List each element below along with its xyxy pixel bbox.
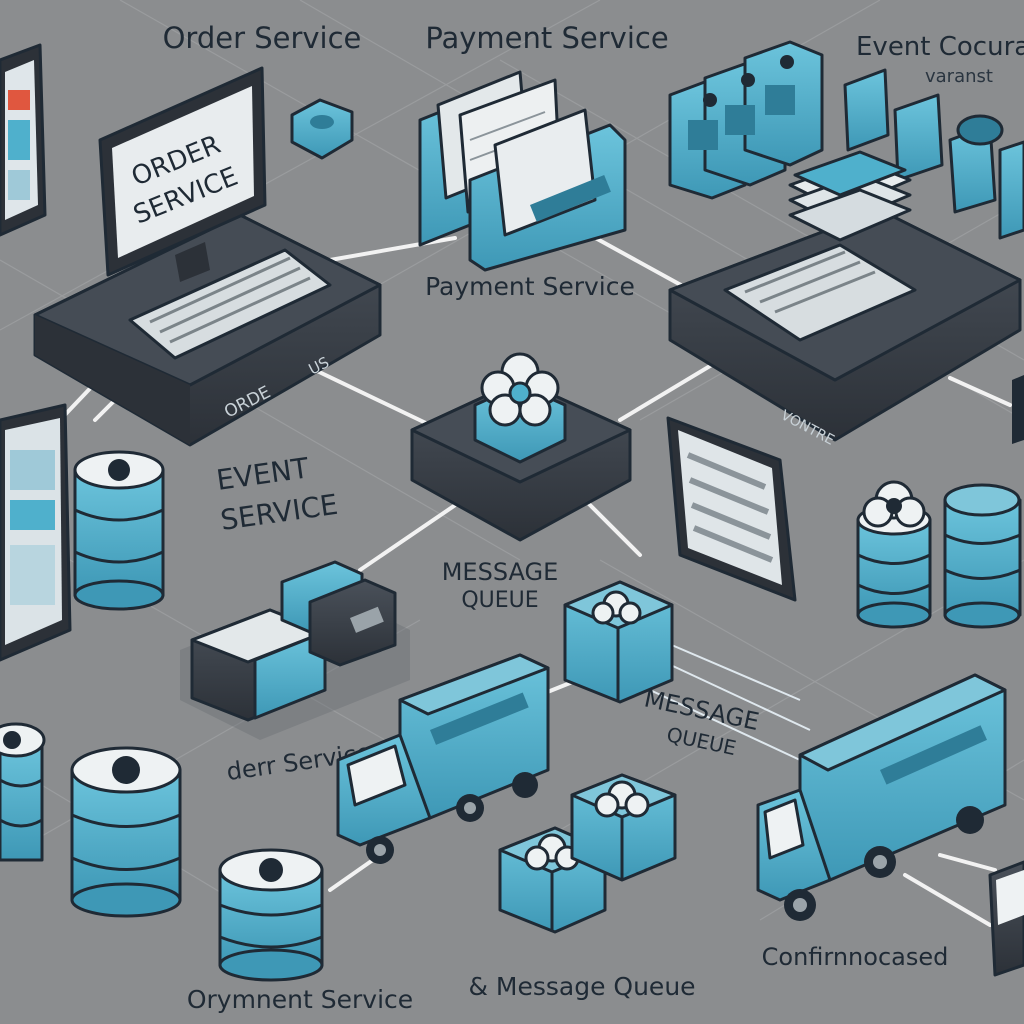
keyboard-icon xyxy=(128,248,332,360)
database-icon xyxy=(943,483,1022,629)
delivery-truck-left xyxy=(336,653,550,864)
arrow-right-2 xyxy=(948,376,1012,407)
delivery-truck-right xyxy=(756,673,1007,921)
label-confirm: Confirnnocased xyxy=(762,943,949,971)
message-broker-node xyxy=(410,352,632,542)
monitor-icon: ORDER SERVICE xyxy=(98,66,267,282)
arrow-broker-to-queue xyxy=(578,493,642,557)
database-left-mid xyxy=(73,450,165,611)
package-icon xyxy=(570,773,677,882)
label-event-service-line1: EVENT xyxy=(214,451,311,497)
label-message-queue-1-line2: QUEUE xyxy=(461,588,538,613)
arrow-order-to-payment xyxy=(328,236,457,262)
database-icon xyxy=(856,480,932,629)
label-payment-bottom: Orymnent Service xyxy=(187,985,413,1014)
database-bottom-center xyxy=(218,848,324,982)
database-right-2 xyxy=(943,483,1022,629)
arrow-event-to-broker xyxy=(358,493,472,572)
package-cube-bottom-2 xyxy=(570,773,677,882)
order-service-boxes xyxy=(180,560,410,740)
delivery-truck-icon xyxy=(336,653,550,864)
left-monitor-top xyxy=(0,43,47,237)
package-icon xyxy=(563,580,674,704)
edge-device-bottom-right xyxy=(988,860,1024,977)
edge-device-right xyxy=(1012,375,1024,444)
database-bottom-left xyxy=(70,746,182,918)
database-bottom-left-edge xyxy=(0,722,46,862)
keyboard-icon xyxy=(723,243,917,342)
label-top-event: Event Cocura xyxy=(856,32,1024,62)
label-message-queue-bottom: & Message Queue xyxy=(468,972,695,1001)
message-broker-icon xyxy=(473,352,567,464)
database-icon xyxy=(218,848,324,982)
arrow-payment-to-right xyxy=(588,233,692,292)
queue-lines xyxy=(649,639,811,761)
event-store-cards xyxy=(843,68,1024,240)
document-tray-icon xyxy=(418,70,627,272)
database-icon xyxy=(0,722,46,862)
delivery-truck-icon xyxy=(756,673,1007,921)
payment-service-node: Payment Service xyxy=(418,70,635,301)
order-service-badge xyxy=(290,98,354,160)
label-top-order: Order Service xyxy=(163,21,362,55)
database-icon xyxy=(73,450,165,611)
arrow-order-to-broker xyxy=(313,368,432,427)
label-top-event-sub: varanst xyxy=(925,66,993,87)
server-rack-icon xyxy=(668,40,824,200)
order-service-node: ORDE US ORDER SERVICE xyxy=(33,66,382,447)
database-icon xyxy=(70,746,182,918)
dashboard-monitor xyxy=(666,416,797,602)
left-monitor-mid xyxy=(0,403,72,662)
right-service-node: VONTRE xyxy=(668,150,1022,449)
arrow-truck-right xyxy=(903,873,992,927)
arrow-truck-right-2 xyxy=(938,853,997,872)
label-message-queue-1-line1: MESSAGE xyxy=(442,558,559,586)
database-right-1 xyxy=(856,480,932,629)
arrow-broker-to-right xyxy=(618,358,722,422)
label-top-payment: Payment Service xyxy=(425,21,668,55)
label-event-service-line2: SERVICE xyxy=(218,488,339,537)
label-payment-mid: Payment Service xyxy=(425,272,635,301)
document-stack-icon xyxy=(788,150,912,242)
